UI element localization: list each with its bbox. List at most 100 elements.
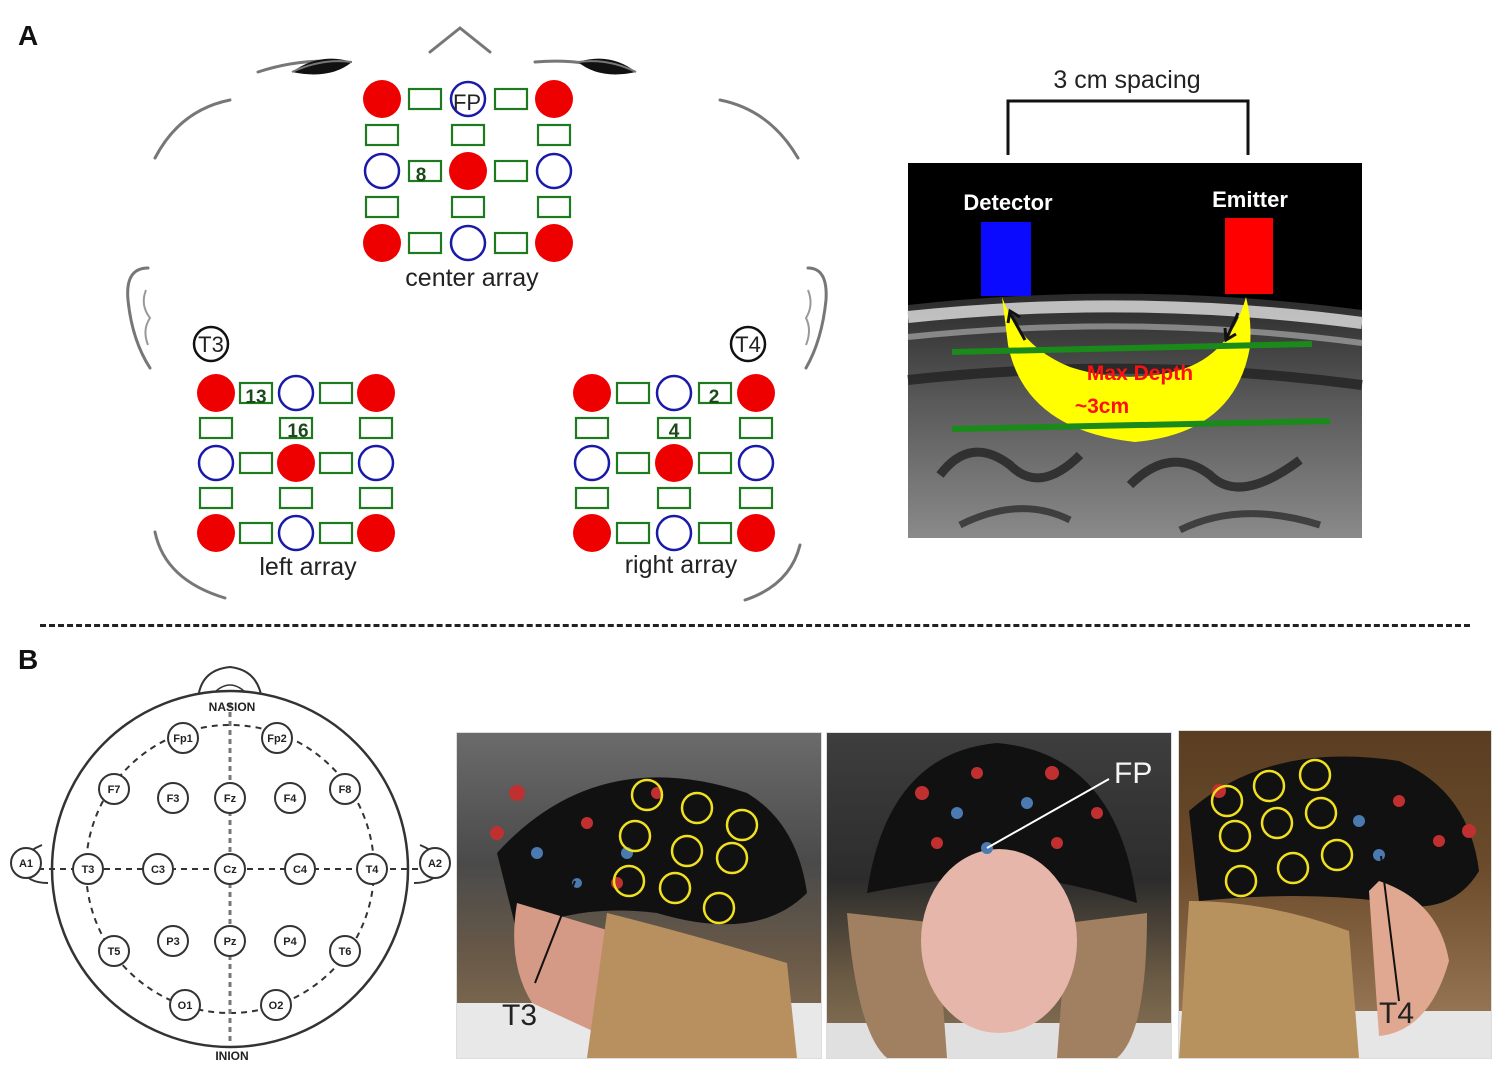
emitter-optode (535, 224, 573, 262)
channel-box (615, 451, 651, 475)
photo-fp-label: FP (1114, 757, 1153, 790)
emitter-optode (449, 152, 487, 190)
channel-box (318, 521, 354, 545)
depth-line-bottom (951, 418, 1331, 432)
nasion-label: NASION (209, 700, 256, 714)
photo-front: FP (826, 732, 1172, 1059)
electrode-label: O2 (269, 1000, 284, 1012)
photo-right-scene (1179, 756, 1491, 1058)
emitter-label: Emitter (1212, 187, 1288, 212)
left-array-title: left array (259, 553, 357, 581)
panel-a-label: A (18, 20, 39, 51)
section-divider (40, 624, 1470, 627)
emitter-optode (655, 444, 693, 482)
electrode-label: O1 (178, 1000, 193, 1012)
electrode-o1 (169, 989, 201, 1021)
channel-box (238, 521, 274, 545)
inion-label: INION (215, 1049, 248, 1063)
channel-box (238, 381, 274, 405)
t3-landmark-circle (192, 325, 230, 363)
channel-box (318, 451, 354, 475)
photo-left-scene (457, 777, 821, 1058)
channel-box (407, 231, 443, 255)
channel-box (358, 416, 394, 440)
electrode-a1 (10, 847, 42, 879)
channel-box (450, 123, 486, 147)
depth-value-label: ~3cm (1075, 395, 1129, 418)
channel-box (536, 195, 572, 219)
channel-number: 16 (287, 421, 308, 442)
channel-box (407, 159, 443, 183)
emitter-optode (737, 374, 775, 412)
spacing-bracket (1006, 99, 1250, 155)
channel-box (278, 416, 314, 440)
photo-t4-label: T4 (1379, 997, 1415, 1030)
electrode-p4 (274, 925, 306, 957)
electrode-c3 (142, 853, 174, 885)
channel-box (615, 381, 651, 405)
detector-optode (277, 374, 315, 412)
channel-box (574, 486, 610, 510)
electrode-label: C3 (151, 864, 165, 876)
t4-landmark-label: T4 (735, 332, 761, 357)
photo-left-profile: T3 (456, 732, 822, 1059)
photo-right-profile: T4 (1178, 730, 1492, 1059)
eye-right-shape (577, 58, 637, 75)
channel-box (493, 159, 529, 183)
detector-block (981, 222, 1031, 296)
electrode-pz (214, 925, 246, 957)
channel-box (615, 521, 651, 545)
electrode-label: Fp2 (267, 733, 287, 745)
detector-optode (655, 514, 693, 552)
electrode-label: Fp1 (173, 733, 193, 745)
emitter-optode (737, 514, 775, 552)
photo-front-scene (827, 743, 1171, 1058)
channel-box (493, 231, 529, 255)
electrode-label: F7 (108, 784, 121, 796)
channel-number: 8 (416, 165, 427, 186)
detector-optode (737, 444, 775, 482)
channel-box (697, 451, 733, 475)
electrode-t5 (98, 935, 130, 967)
channel-number: 4 (669, 421, 680, 442)
ear-right-shape (804, 289, 812, 346)
channel-number: 2 (709, 387, 720, 408)
electrode-label: T5 (108, 946, 121, 958)
center-array-title: center array (405, 264, 539, 292)
spacing-label: 3 cm spacing (1053, 66, 1200, 94)
channel-box (536, 123, 572, 147)
electrode-c4 (284, 853, 316, 885)
photo-t3-label: T3 (502, 999, 538, 1032)
electrode-f7 (98, 773, 130, 805)
emitter-block (1225, 218, 1273, 294)
channel-box (656, 416, 692, 440)
emitter-optode (363, 224, 401, 262)
channel-box (738, 486, 774, 510)
sensitivity-region (1002, 297, 1251, 442)
optode-array-diagram: FP 8 center array T3 13 16 left array T4… (126, 26, 828, 602)
arrow-up-icon (1008, 312, 1027, 341)
electrode-label: T4 (366, 864, 380, 876)
channel-box (278, 486, 314, 510)
detector-optode (277, 514, 315, 552)
channel-box (238, 451, 274, 475)
electrode-fz (214, 782, 246, 814)
electrode-label: C4 (293, 864, 308, 876)
electrode-cz (214, 853, 246, 885)
channel-box (364, 195, 400, 219)
channel-box (198, 416, 234, 440)
t3-landmark-label: T3 (198, 332, 224, 357)
channel-box (697, 381, 733, 405)
right-array-grid (573, 374, 775, 552)
emitter-optode (277, 444, 315, 482)
electrode-label: Cz (223, 864, 237, 876)
channel-number: 13 (245, 387, 266, 408)
electrode-label: A2 (428, 858, 442, 870)
electrode-f3 (157, 782, 189, 814)
detector-optode (197, 444, 235, 482)
electrode-label: Fz (224, 793, 237, 805)
detector-optode (449, 224, 487, 262)
panel-b-label: B (18, 644, 39, 675)
electrode-label: P3 (166, 936, 179, 948)
channel-box (493, 87, 529, 111)
